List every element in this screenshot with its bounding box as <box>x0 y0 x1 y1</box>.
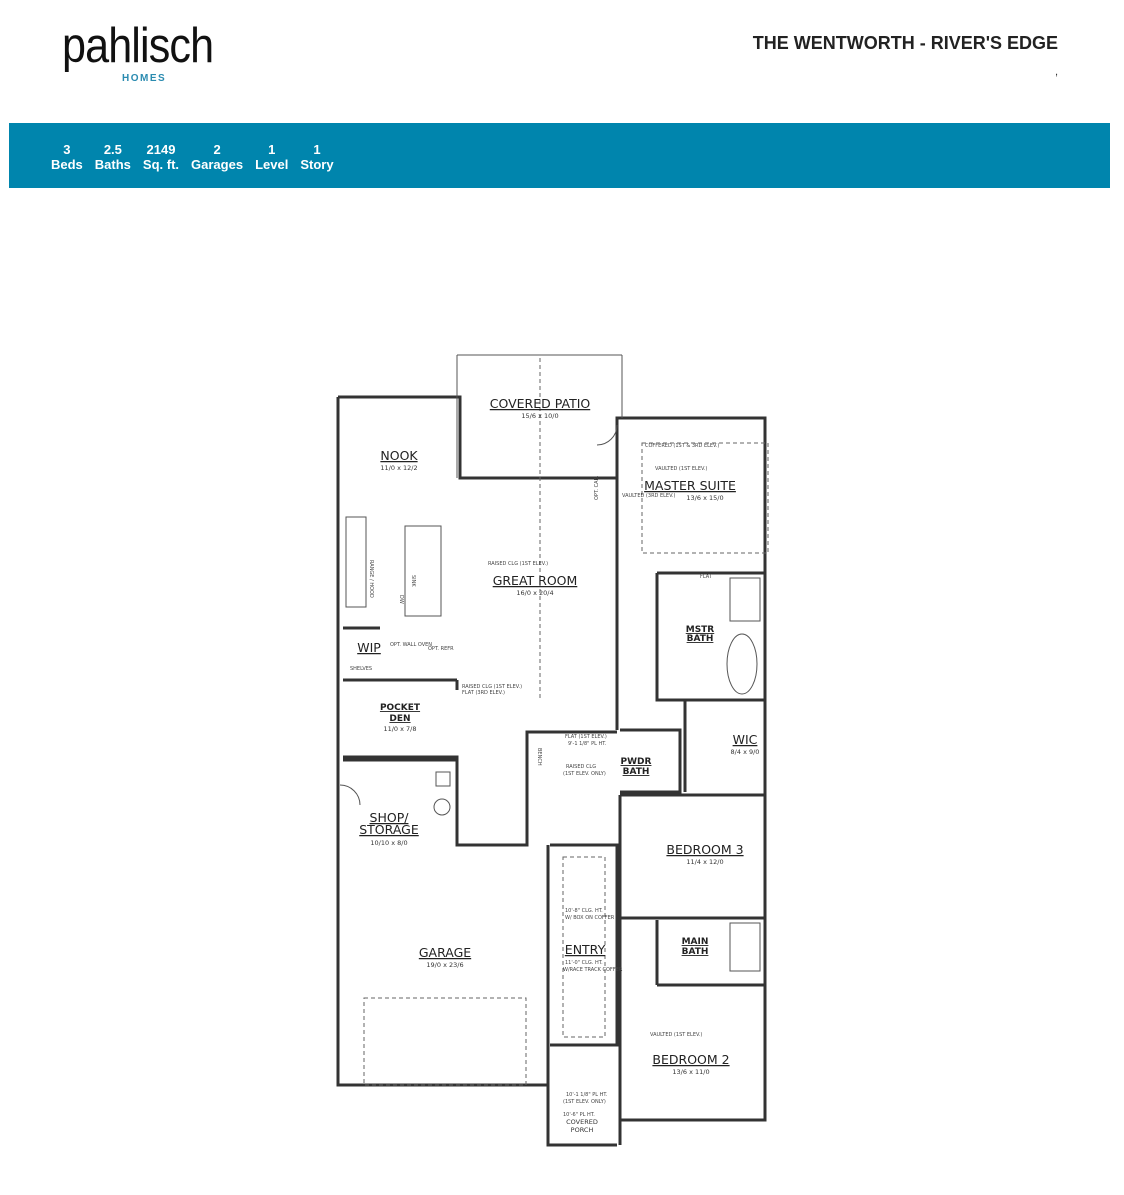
room-main-bath-line1: MAIN <box>682 937 709 947</box>
room-nook-dims: 11/0 x 12/2 <box>380 464 417 472</box>
room-covered-patio-dims: 15/6 x 10/0 <box>521 412 558 420</box>
room-master-suite: MASTER SUITE <box>644 478 736 493</box>
stat-value: 2.5 <box>103 142 122 157</box>
room-bedroom-2-dims: 13/6 x 11/0 <box>672 1068 709 1076</box>
room-bedroom-2: BEDROOM 2 <box>652 1052 729 1067</box>
room-pocket-den-line1: POCKET <box>380 703 421 713</box>
room-great-room: GREAT ROOM <box>493 573 578 588</box>
note-flat: FLAT <box>700 574 713 580</box>
kitchen-island <box>404 525 442 617</box>
room-porch-line2: PORCH <box>571 1126 594 1134</box>
stat-value: 2149 <box>146 142 176 157</box>
room-pocket-den-line2: DEN <box>389 714 410 724</box>
room-bedroom-3: BEDROOM 3 <box>666 842 743 857</box>
room-entry: ENTRY <box>565 942 606 957</box>
note-sink: SINK <box>410 575 416 587</box>
note-porch-1: 10'-1 1/8" PL HT. <box>566 1092 608 1098</box>
stat-label: Beds <box>51 157 83 172</box>
note-raised-clg: RAISED CLG (1ST ELEV.) <box>462 684 522 690</box>
entry-coffer <box>562 856 606 1038</box>
shop-box <box>435 771 451 787</box>
room-pocket-den-dims: 11/0 x 7/8 <box>383 725 416 733</box>
room-porch-line1: COVERED <box>566 1118 598 1126</box>
room-wic-dims: 8/4 x 9/0 <box>731 748 760 756</box>
room-wip: WIP <box>357 640 381 655</box>
note-porch-2: (1ST ELEV. ONLY) <box>563 1099 606 1105</box>
fixtures <box>339 424 769 1086</box>
note-porch-3: 10'-6" PL HT. <box>563 1112 595 1118</box>
stat-label: Story <box>300 157 334 172</box>
note-opt-wall-oven: OPT. WALL OVEN <box>390 642 432 648</box>
room-master-suite-dims: 13/6 x 15/0 <box>686 494 723 502</box>
logo-wordmark: pahlisch <box>62 19 214 73</box>
logo-subtext: HOMES <box>122 73 167 84</box>
stat-value: 3 <box>63 142 71 157</box>
main-shower <box>729 922 761 972</box>
note-vaulted-bed2: VAULTED (1ST ELEV.) <box>650 1032 702 1038</box>
note-raised-hall-2: (1ST ELEV. ONLY) <box>563 771 606 777</box>
master-shower <box>729 577 761 622</box>
room-bedroom-3-dims: 11/4 x 12/0 <box>686 858 723 866</box>
room-covered-patio: COVERED PATIO <box>490 396 591 411</box>
stat-label: Baths <box>94 157 131 172</box>
note-dw: DW <box>398 595 404 604</box>
note-flat-hall: FLAT (1ST ELEV.) <box>565 734 607 740</box>
note-entry-2: W/ BOX ON COFFER <box>565 915 615 921</box>
shop-water-heater <box>433 798 451 816</box>
room-master-bath-line1: MSTR <box>686 625 715 635</box>
plan-title: THE WENTWORTH - RIVER'S EDGE <box>752 33 1058 53</box>
room-main-bath-line2: BATH <box>682 947 709 957</box>
note-raised-great: RAISED CLG (1ST ELEV.) <box>488 561 548 567</box>
room-shop-line2: STORAGE <box>359 822 419 837</box>
note-raised-hall: RAISED CLG <box>566 764 596 770</box>
walls <box>336 354 767 1147</box>
note-vaulted-master-2: VAULTED (3RD ELEV.) <box>622 493 675 499</box>
room-pwdr-bath-line1: PWDR <box>621 757 652 767</box>
stat-label: Level <box>255 157 289 172</box>
note-entry-3: 11'-0" CLG. HT. <box>565 960 603 966</box>
note-opt-cab: OPT. CAB. <box>594 475 600 500</box>
note-coffered: COFFERED (1ST & 3RD ELEV.) <box>645 443 719 449</box>
note-flat-clg: FLAT (3RD ELEV.) <box>462 690 505 696</box>
room-great-room-dims: 16/0 x 20/4 <box>516 589 553 597</box>
room-shop-dims: 10/10 x 8/0 <box>370 839 407 847</box>
plan-subtitle: , <box>1054 66 1058 78</box>
room-pwdr-bath-line2: BATH <box>623 767 650 777</box>
room-garage-dims: 19/0 x 23/6 <box>426 961 463 969</box>
garage-door-outline <box>363 997 527 1086</box>
stat-value: 2 <box>213 142 221 157</box>
note-shelves: SHELVES <box>350 666 372 672</box>
note-entry-4: W/RACE TRACK COFFER <box>563 967 623 973</box>
stat-label: Sq. ft. <box>142 157 180 172</box>
range-counter <box>345 516 367 608</box>
note-opt-refr: OPT. REFR <box>428 646 454 652</box>
pahlisch-logo: pahlisch HOMES <box>62 19 234 85</box>
room-wic: WIC <box>733 732 758 747</box>
note-bench: BENCH <box>536 748 542 766</box>
note-flat-hall-2: 9'-1 1/8" PL HT. <box>568 741 607 747</box>
room-nook: NOOK <box>380 448 418 463</box>
stat-label: Garages <box>191 157 244 172</box>
note-entry-1: 10'-8" CLG. HT. <box>565 908 603 914</box>
note-vaulted-master: VAULTED (1ST ELEV.) <box>655 466 707 472</box>
room-shop-line1: SHOP/ <box>370 810 410 825</box>
coffered-ceiling <box>641 442 769 554</box>
stat-value: 1 <box>268 142 276 157</box>
room-master-bath-line2: BATH <box>687 634 714 644</box>
stat-value: 1 <box>313 142 321 157</box>
master-tub <box>726 633 758 695</box>
note-range: RANGE / HOOD <box>368 560 374 598</box>
room-garage: GARAGE <box>419 945 471 960</box>
